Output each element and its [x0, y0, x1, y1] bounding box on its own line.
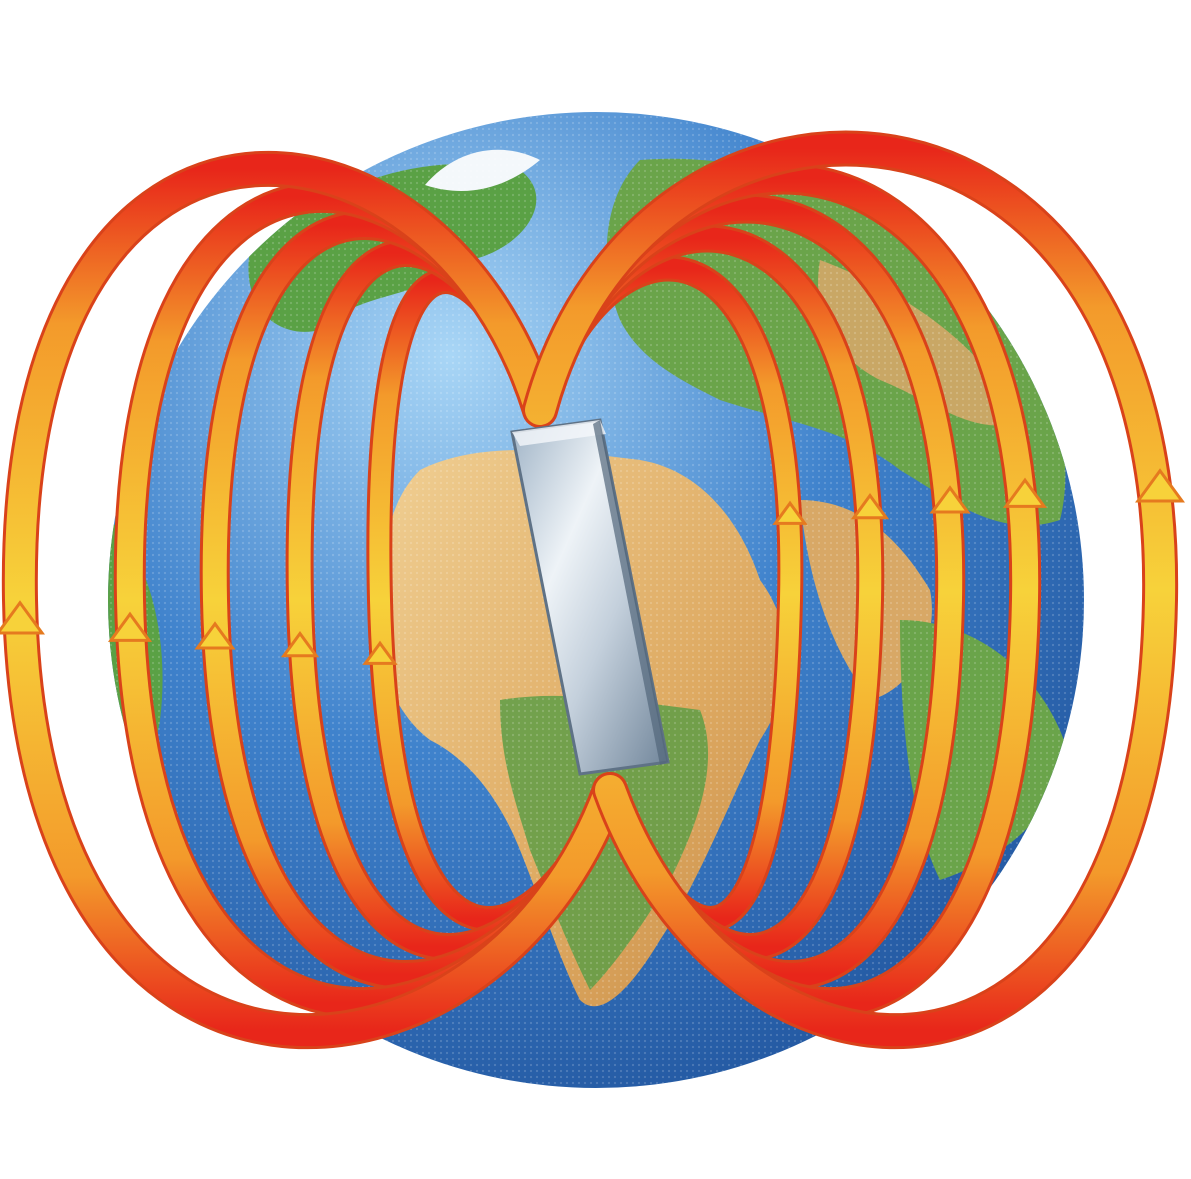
earth-magnetic-field-illustration [0, 0, 1191, 1179]
